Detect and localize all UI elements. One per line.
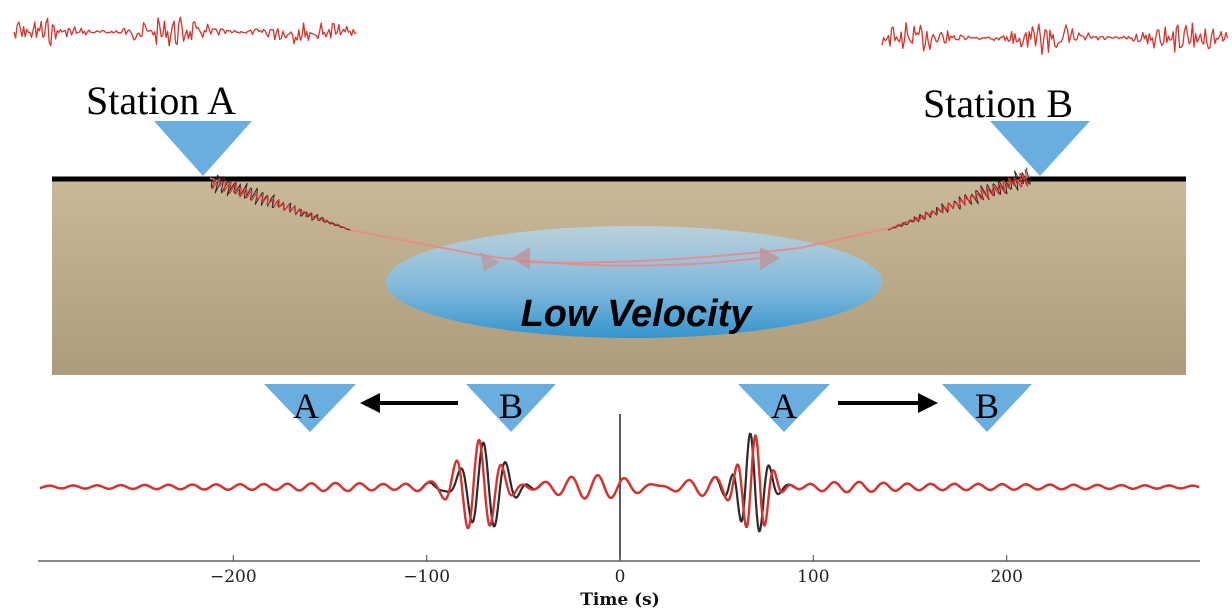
packet-a-red: [211, 177, 349, 230]
ray-arrow-right: [760, 247, 780, 270]
seismogram-station-b: [881, 22, 1229, 56]
cross-correlation-traces: [39, 432, 1200, 533]
source-a-right-icon: [738, 384, 830, 432]
low-velocity-label: Low Velocity: [521, 293, 754, 335]
x-tick-label: 100: [797, 567, 829, 587]
causal-direction: A B: [738, 384, 1032, 432]
seismogram-a-trace: [13, 16, 357, 47]
receiver-b-right-icon: [942, 384, 1032, 432]
station-b-icon: [990, 121, 1090, 176]
x-tick-label: −200: [210, 567, 257, 587]
seismogram-station-a: [13, 16, 357, 47]
source-b-left-label: B: [499, 386, 523, 426]
ray-path-a: [209, 177, 761, 267]
x-tick-label: −100: [403, 567, 450, 587]
source-a-right-label: A: [771, 386, 797, 426]
x-axis-label: Time (s): [580, 590, 660, 610]
ray-arrow-mid-a: [480, 252, 500, 272]
x-tick-label: 200: [990, 567, 1022, 587]
station-a-icon: [154, 121, 252, 176]
arrow-right-icon: [918, 393, 938, 413]
x-tick-label: 0: [615, 567, 626, 587]
ray-path-b: [519, 175, 1031, 264]
station-b-label: Station B: [923, 81, 1073, 126]
receiver-a-left-label: A: [293, 386, 319, 426]
arrow-left-icon: [360, 393, 380, 413]
low-velocity-zone: [386, 226, 882, 338]
receiver-a-left-icon: [264, 384, 356, 432]
ccf-synthetic-trace: [39, 434, 1200, 530]
packet-b-red: [889, 169, 1029, 230]
acausal-direction: A B: [264, 384, 556, 432]
receiver-b-right-label: B: [975, 386, 999, 426]
wave-packet-b: [887, 167, 1031, 231]
ray-arrow-left: [512, 247, 530, 270]
station-a-label: Station A: [86, 78, 236, 123]
x-axis-ticks: −200 −100 0 100 200: [210, 555, 1023, 587]
seismogram-b-trace: [881, 22, 1229, 56]
wave-packet-a: [210, 174, 351, 231]
packet-b-black: [887, 167, 1031, 231]
source-b-left-icon: [466, 384, 556, 432]
